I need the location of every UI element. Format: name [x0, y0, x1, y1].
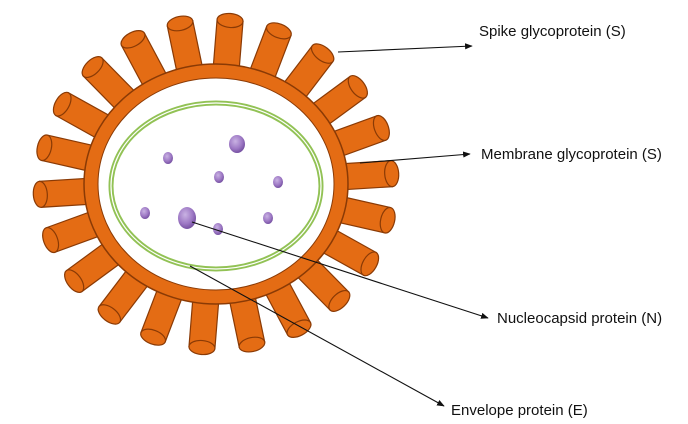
envelope-protein-label: Envelope protein (E) — [451, 402, 588, 419]
virion-interior — [97, 77, 335, 291]
nucleocapsid-particle-icon — [163, 152, 173, 164]
nucleocapsid-arrow — [191, 221, 489, 319]
nucleocapsid-particle-icon — [263, 212, 273, 224]
envelope-ring-inner — [110, 102, 322, 270]
nucleocapsid-particle-icon — [214, 171, 224, 183]
spike-arrow — [337, 43, 473, 53]
nucleocapsid-particle-icon — [273, 176, 283, 188]
leader-lines — [189, 43, 489, 407]
nucleocapsid-particle-icon — [140, 207, 150, 219]
spike-glycoprotein-label: Spike glycoprotein (S) — [479, 23, 626, 40]
virus-body — [32, 12, 400, 356]
nucleocapsid-particles — [140, 135, 283, 235]
membrane-arrow — [359, 151, 471, 164]
envelope-arrow — [189, 265, 445, 407]
nucleocapsid-particle-icon — [229, 135, 245, 153]
nucleocapsid-particle-icon — [178, 207, 196, 229]
membrane-glycoprotein-label: Membrane glycoprotein (S) — [481, 146, 662, 163]
nucleocapsid-protein-label: Nucleocapsid protein (N) — [497, 310, 662, 327]
nucleocapsid-particle-icon — [213, 223, 223, 235]
